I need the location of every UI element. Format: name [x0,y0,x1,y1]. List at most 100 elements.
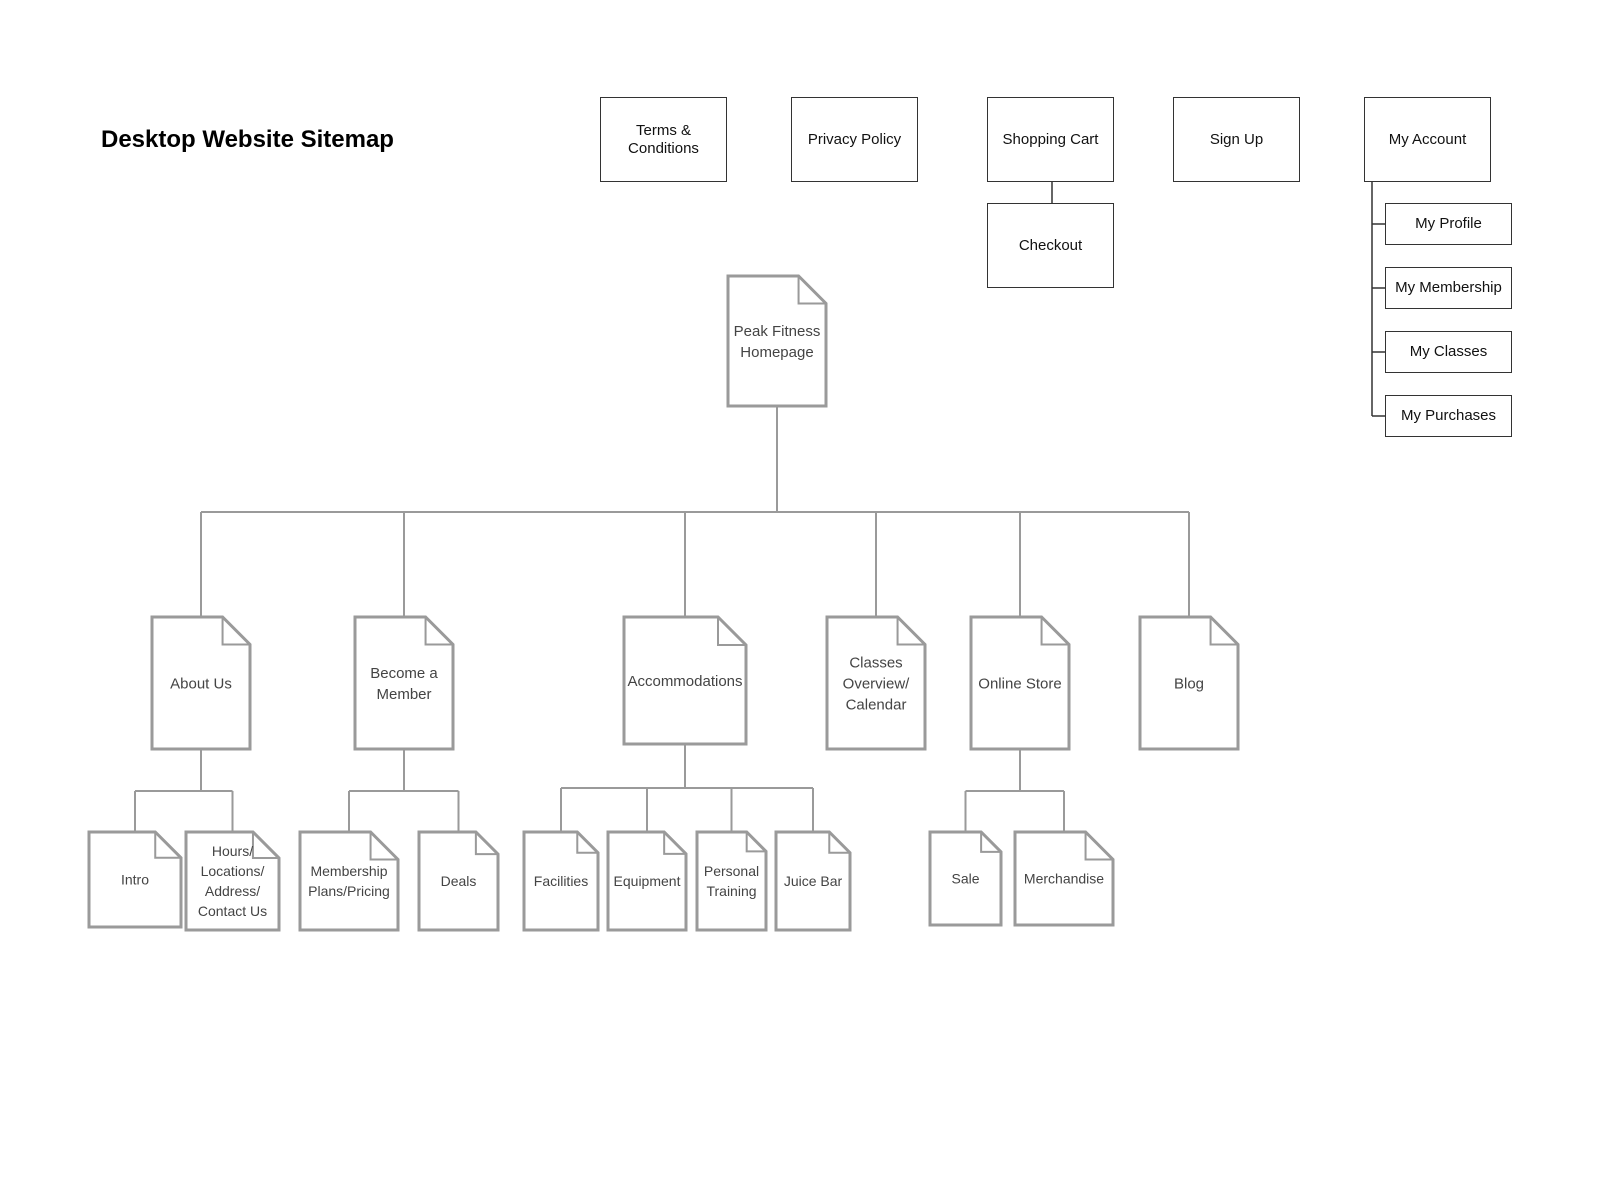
child-node-store-1-outline [1013,830,1115,927]
section-node-become-label-line: Become a [370,665,438,682]
my-classes-box: My Classes [1385,331,1512,373]
section-node-accommodations-fold [717,617,746,646]
section-node-about-outline [150,615,252,751]
my-membership-box: My Membership [1385,267,1512,309]
section-node-classes-label-line: Calendar [846,696,907,713]
child-node-accommodations-0: Facilities [522,830,600,932]
connectors [134,182,1385,832]
section-node-store-label-line: Online Store [978,675,1061,692]
homepage-node-fold [797,276,826,305]
my-account-box: My Account [1364,97,1491,182]
child-node-about-1: Hours/Locations/Address/Contact Us [184,830,281,932]
child-node-about-1-outline [184,830,281,932]
privacy-policy-box: Privacy Policy [791,97,918,182]
child-node-become-0-fold [369,832,398,861]
section-node-accommodations: Accommodations [622,615,748,746]
sign-up-box: Sign Up [1173,97,1300,182]
checkout-box: Checkout [987,203,1114,288]
my-account-label: My Account [1388,130,1467,148]
section-node-become-label-line: Member [376,686,431,703]
shopping-cart-box: Shopping Cart [987,97,1114,182]
child-node-accommodations-3-label-line: Juice Bar [784,873,843,889]
child-node-become-0-label-line: Membership [310,863,387,879]
child-node-accommodations-0-label-line: Facilities [534,873,588,889]
my-membership-label: My Membership [1395,279,1502,296]
child-node-store-1: Merchandise [1013,830,1115,927]
section-node-blog-label-line: Blog [1174,675,1204,692]
child-node-about-0: Intro [87,830,183,929]
terms-line-2: Conditions [628,139,699,157]
child-node-about-1-label-line: Hours/ [212,843,253,859]
child-node-accommodations-1-outline [606,830,688,932]
my-profile-label: My Profile [1415,215,1482,232]
section-node-blog-outline [1138,615,1240,751]
child-node-about-1-label-line: Locations/ [201,863,265,879]
section-node-become-fold [424,617,453,646]
my-classes-label: My Classes [1409,343,1488,360]
section-node-become: Become a Member [353,615,455,751]
child-node-about-1-fold [251,832,279,860]
homepage-node-outline [726,274,828,408]
homepage-node-label-line: Peak Fitness [734,323,821,340]
my-purchases-label: My Purchases [1400,407,1497,424]
child-node-store-0-label-line: Sale [951,870,979,886]
child-node-become-1-outline [417,830,500,932]
child-node-accommodations-2-label-line: Personal [704,863,759,879]
homepage-node-label-line: Homepage [740,344,813,361]
section-node-accommodations-label-line: Accommodations [627,673,742,690]
my-profile-box: My Profile [1385,203,1512,245]
section-node-blog: Blog [1138,615,1240,751]
child-node-accommodations-1-label-line: Equipment [614,873,681,889]
page-title: Desktop Website Sitemap [101,126,394,153]
section-node-classes-label-line: Overview/ [843,675,911,692]
section-node-about-label-line: About Us [170,675,232,692]
section-node-store-fold [1040,617,1069,646]
child-node-accommodations-1: Equipment [606,830,688,932]
my-purchases-box: My Purchases [1385,395,1512,437]
child-node-become-0-label-line: Plans/Pricing [308,883,390,899]
section-node-become-outline [353,615,455,751]
child-node-store-1-label-line: Merchandise [1024,870,1104,886]
checkout-label: Checkout [1018,236,1083,254]
privacy-policy-label: Privacy Policy [807,130,902,148]
child-node-store-1-fold [1084,832,1113,861]
child-node-store-0: Sale [928,830,1003,927]
child-node-accommodations-0-fold [576,832,598,854]
child-node-about-0-fold [154,832,181,859]
section-node-store-outline [969,615,1071,751]
section-node-classes-fold [896,617,925,646]
child-node-about-0-label-line: Intro [121,871,149,887]
child-node-accommodations-3: Juice Bar [774,830,852,932]
child-node-accommodations-2-label-line: Training [706,883,756,899]
child-node-accommodations-2-outline [695,830,768,932]
section-node-about: About Us [150,615,252,751]
section-node-blog-fold [1209,617,1238,646]
section-node-store: Online Store [969,615,1071,751]
child-node-become-1-fold [474,832,498,856]
child-node-become-1-label-line: Deals [441,873,477,889]
child-node-accommodations-1-fold [663,832,686,855]
section-node-accommodations-outline [622,615,748,746]
terms-conditions-box: Terms & Conditions [600,97,727,182]
sign-up-label: Sign Up [1209,130,1264,148]
child-node-about-1-label-line: Address/ [205,883,260,899]
terms-line-1: Terms & [635,121,691,139]
section-node-classes-label-line: Classes [849,654,902,671]
child-node-accommodations-0-outline [522,830,600,932]
child-node-accommodations-3-outline [774,830,852,932]
child-node-accommodations-3-fold [828,832,850,854]
child-node-become-1: Deals [417,830,500,932]
section-node-classes-outline [825,615,927,751]
section-node-about-fold [221,617,250,646]
child-node-about-1-label-line: Contact Us [198,903,267,919]
child-node-about-0-outline [87,830,183,929]
child-node-become-0-outline [298,830,400,932]
child-node-accommodations-2-fold [745,832,766,853]
child-node-store-0-fold [980,832,1001,853]
